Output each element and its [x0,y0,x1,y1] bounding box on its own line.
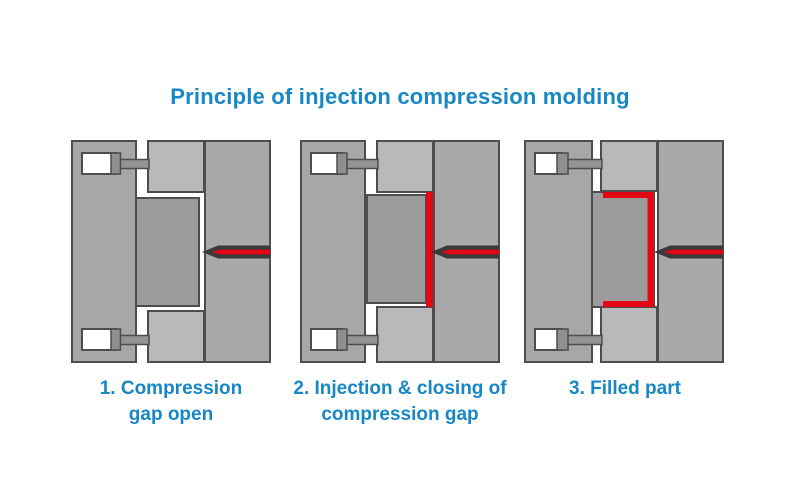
filled-part-top [603,192,654,198]
cavity-plate-bottom [147,310,205,363]
stage-3-diagram [524,140,724,363]
stage-1-caption: 1. Compression gap open [51,376,291,428]
filled-part-bottom [603,301,654,307]
cavity-plate-top [600,140,658,192]
stage-2-caption: 2. Injection & closing of compression ga… [280,376,520,428]
mold-cross-section-stage-1 [71,140,271,363]
caption-line: 1. Compression [99,378,243,399]
piston-rod-bottom [118,334,150,346]
mold-core [366,194,427,304]
cavity-plate-top [376,140,434,193]
piston-cap-bottom [336,328,348,351]
piston-rod-bottom [566,334,603,346]
piston-cap-top [110,152,122,175]
melt-channel [664,249,723,255]
stage-3-caption: 3. Filled part [505,376,745,402]
cavity-plate-bottom [600,306,658,363]
piston-rod-bottom [346,334,379,346]
piston-cap-bottom [110,328,122,351]
cavity-plate-top [147,140,205,193]
piston-cap-top [336,152,348,175]
mold-cross-section-stage-3 [524,140,724,363]
mold-core [591,191,655,308]
piston-rod-top [346,158,379,170]
mold-core [135,197,200,307]
piston-rod-top [566,158,603,170]
clamp-plate [300,140,366,363]
melt-channel [212,249,270,255]
caption-line: gap open [128,404,214,425]
stage-2-diagram [300,140,500,363]
filled-part-wall [647,192,654,307]
stage-1-diagram [71,140,271,363]
mold-cross-section-stage-2 [300,140,500,363]
piston-rod-top [118,158,150,170]
caption-line: 2. Injection & closing of [293,378,507,399]
cavity-plate-bottom [376,306,434,363]
melt-channel [441,249,499,255]
piston-cap-bottom [556,328,569,351]
clamp-plate [71,140,137,363]
diagram-title: Principle of injection compression moldi… [170,84,630,109]
caption-line: compression gap [321,404,479,425]
clamp-plate [524,140,593,363]
injected-melt-wall [426,192,433,307]
caption-line: 3. Filled part [569,378,681,399]
piston-cap-top [556,152,569,175]
